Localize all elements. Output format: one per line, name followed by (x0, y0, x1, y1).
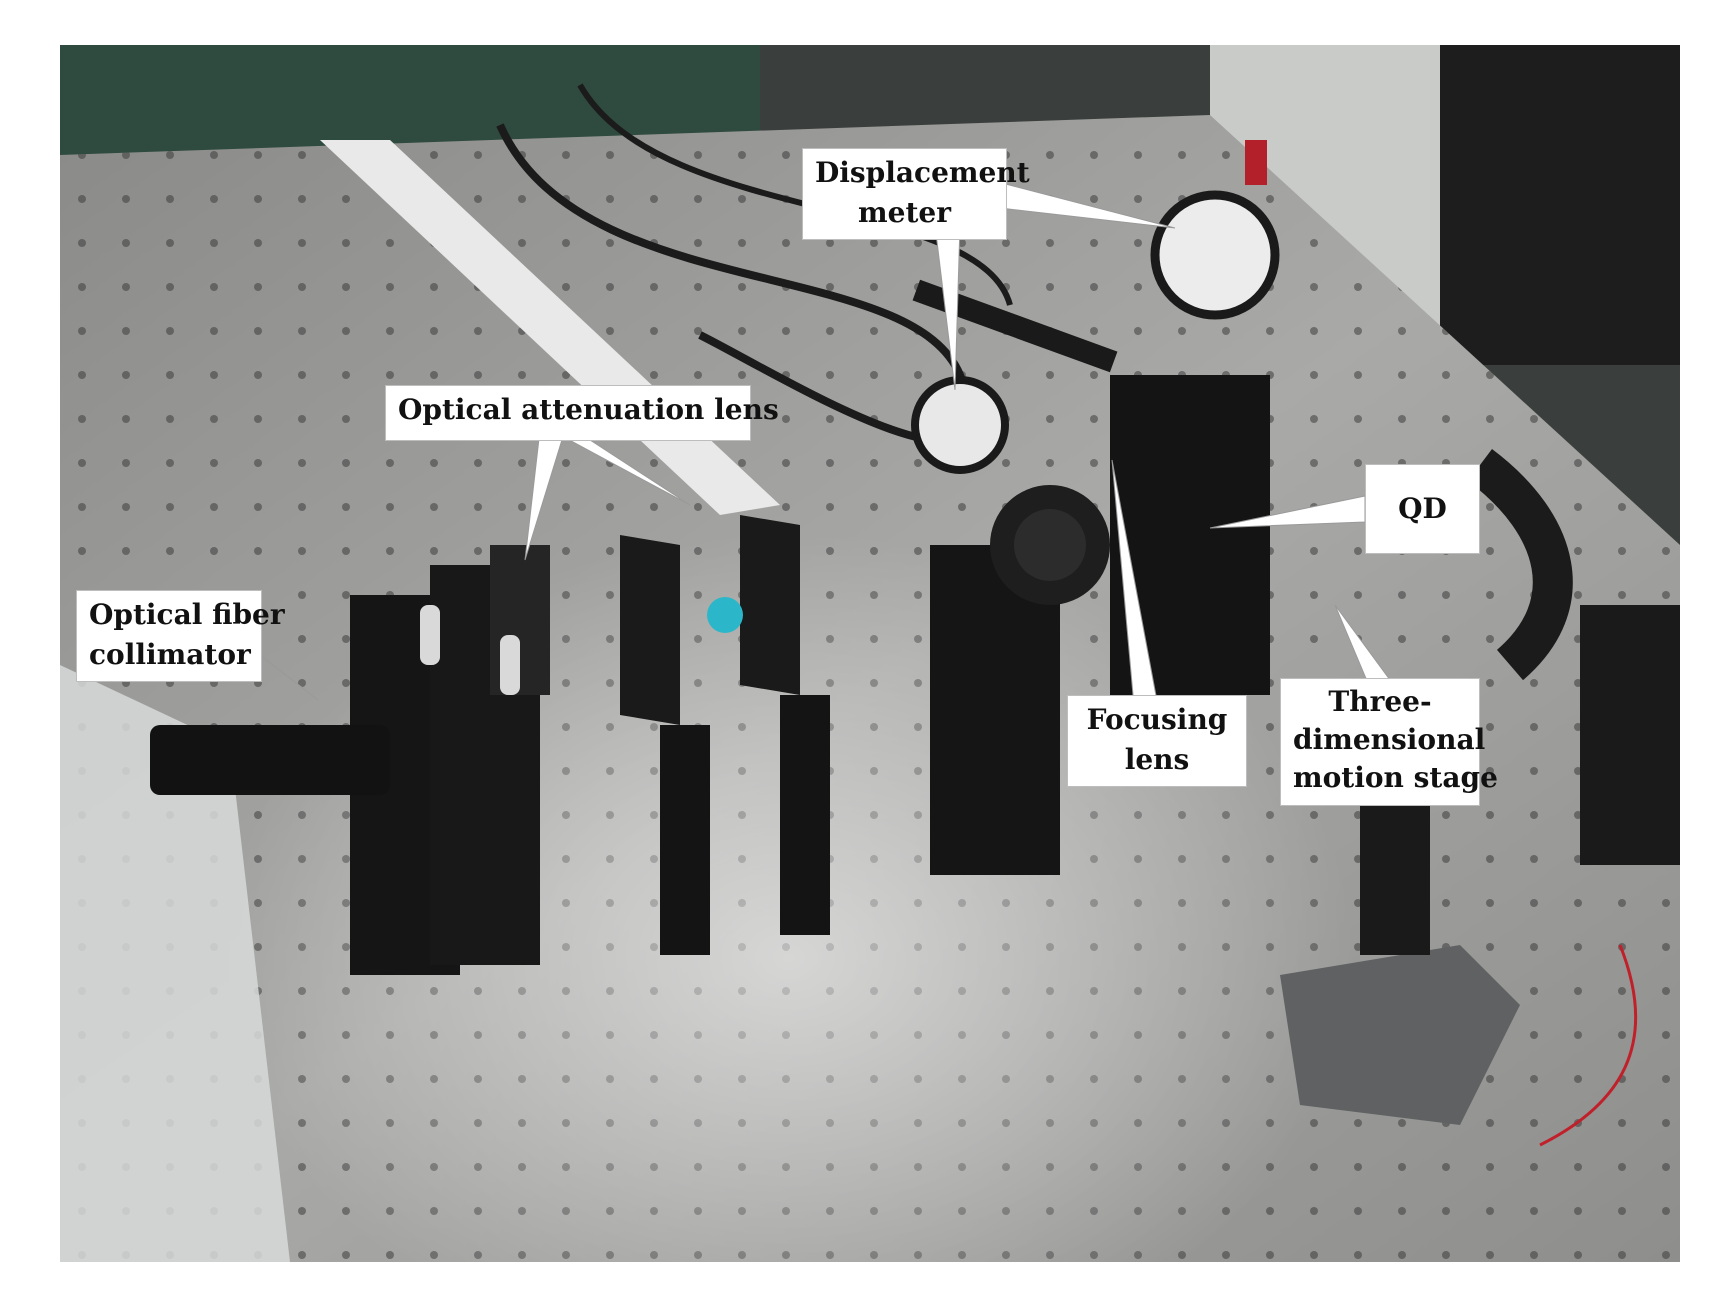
label-displacement-meter-line2: meter (858, 196, 951, 229)
label-three-dimensional-motion-stage: Three- dimensional motion stage (1280, 678, 1498, 806)
label-displacement-meter-line1: Displacement (815, 156, 1030, 189)
label-optical-attenuation-lens-line1: Optical attenuation lens (398, 393, 779, 426)
label-optical-fiber-collimator: Optical fiber collimator (76, 590, 285, 682)
label-qd-line1: QD (1398, 492, 1447, 525)
label-optical-fiber-collimator-line1: Optical fiber (89, 598, 285, 631)
label-optical-fiber-collimator-line2: collimator (89, 638, 251, 671)
label-displacement-meter: Displacement meter (802, 148, 1030, 240)
label-qd: QD (1365, 464, 1480, 554)
label-focusing-lens-line2: lens (1124, 743, 1190, 776)
label-focusing-lens-line1: Focusing (1086, 703, 1228, 736)
label-three-dimensional-motion-stage-line3: motion stage (1293, 761, 1498, 794)
label-three-dimensional-motion-stage-line2: dimensional (1293, 723, 1486, 756)
label-optical-attenuation-lens: Optical attenuation lens (385, 385, 779, 441)
label-three-dimensional-motion-stage-line1: Three- (1328, 685, 1432, 718)
label-focusing-lens: Focusing lens (1067, 695, 1247, 787)
